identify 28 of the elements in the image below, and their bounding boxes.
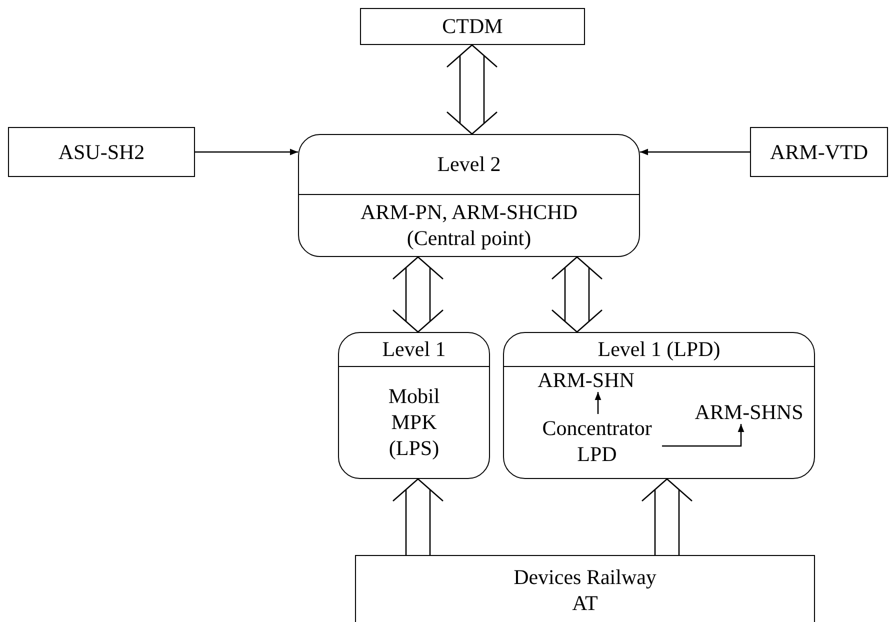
node-text: Concentrator LPD xyxy=(541,414,653,468)
double-arrow xyxy=(641,478,693,556)
double-arrow xyxy=(446,44,498,135)
node-text: ARM-SHN xyxy=(538,366,634,394)
level-block xyxy=(338,332,490,479)
node-text: ARM-SHNS xyxy=(694,398,804,426)
level-block xyxy=(503,332,815,479)
system-box xyxy=(750,127,888,177)
arrow xyxy=(195,148,298,156)
block-text: ARM-PN, ARM-SHCHD (Central point) xyxy=(359,198,579,252)
node-text: Devices Railway AT xyxy=(512,564,658,616)
node-text: ASU-SH2 xyxy=(58,138,145,166)
arrow xyxy=(640,148,750,156)
level-block xyxy=(298,134,640,257)
system-box xyxy=(360,8,585,45)
block-heading: Level 1 xyxy=(382,336,446,363)
double-arrow xyxy=(392,256,444,333)
block-heading: Level 1 (LPD) xyxy=(598,336,720,363)
node-text: CTDM xyxy=(442,13,503,40)
block-text: Mobil MPK (LPS) xyxy=(387,382,441,462)
arrow xyxy=(662,424,744,447)
block-heading: Level 2 xyxy=(437,151,501,178)
system-box xyxy=(8,127,195,177)
device-box xyxy=(355,555,815,622)
double-arrow xyxy=(392,478,444,556)
double-arrow xyxy=(551,256,603,333)
arrow xyxy=(594,392,602,414)
node-text: ARM-VTD xyxy=(770,138,868,166)
